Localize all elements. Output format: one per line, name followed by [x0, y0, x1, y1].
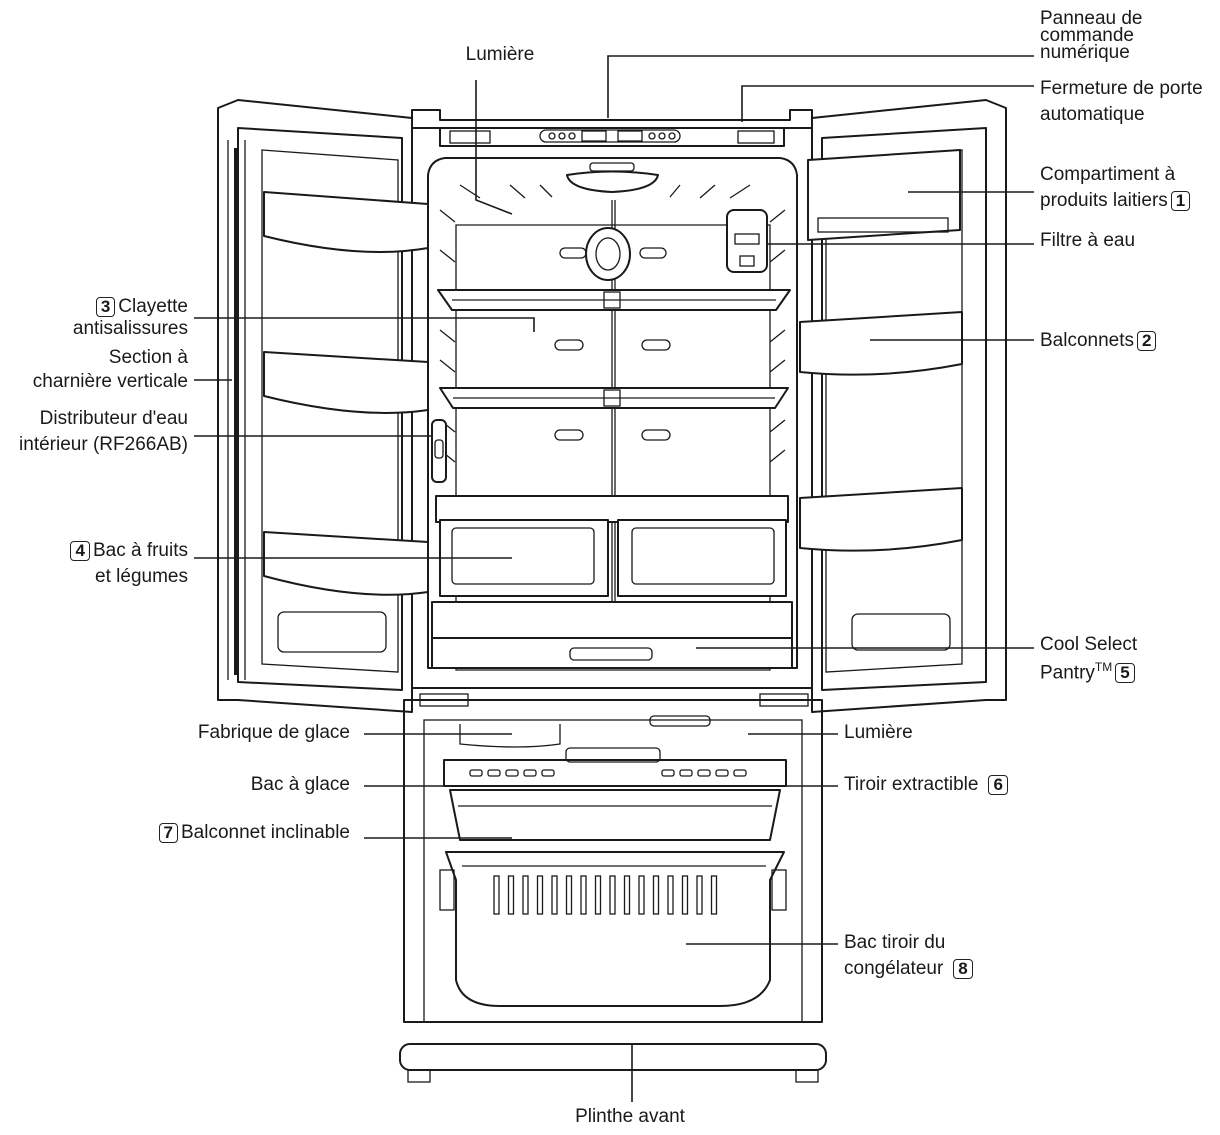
callout-number: 1: [1170, 191, 1191, 211]
auto-door-closer: [737, 130, 775, 144]
basket-slot: [681, 875, 689, 915]
basket-slot: [493, 875, 500, 915]
label-light-top: Lumière: [465, 44, 535, 65]
basket-slot: [507, 875, 515, 915]
basket-slot: [522, 875, 529, 915]
basket-slot: [580, 875, 587, 915]
basket-slot: [565, 875, 573, 915]
freezer-compartment: [399, 699, 827, 1083]
top-light: [566, 170, 659, 193]
callout-number: 6: [988, 775, 1008, 795]
label-internal-water-dispenser: Distributeur d'eau intérieur (RF266AB): [19, 408, 188, 455]
callout-number: 2: [1137, 331, 1157, 351]
right-door: [759, 99, 1007, 713]
label-ice-bin: Bac à glace: [250, 774, 350, 795]
basket-slot: [638, 875, 645, 915]
internal-water-dispenser: [431, 419, 447, 483]
label-ice-maker: Fabrique de glace: [197, 722, 350, 743]
callout-number: 8: [953, 959, 973, 979]
callout-number: 5: [1115, 663, 1135, 684]
basket-slot: [652, 875, 660, 915]
hinge-left: [449, 130, 491, 144]
label-vertical-hinged-section: Section à charnière verticale: [32, 347, 188, 392]
right-door-bin-lower: [799, 487, 963, 552]
control-panel-strip: [439, 127, 785, 147]
spill-proof-shelf-middle: [439, 387, 789, 441]
right-door-bin-upper: [799, 311, 963, 376]
fridge-cabinet: [411, 109, 813, 689]
callout-number: 4: [70, 541, 90, 561]
basket-slot: [551, 875, 558, 915]
basket-slot: [696, 875, 703, 915]
basket-slot: [623, 875, 631, 915]
pull-out-drawer: [449, 789, 781, 841]
dairy-compartment: [807, 149, 961, 241]
callout-number: 7: [158, 823, 178, 843]
freezer-basket: [439, 851, 787, 1007]
left-door: [217, 99, 469, 713]
ice-maker: [459, 715, 711, 748]
basket-slot: [667, 875, 674, 915]
cool-select-pantry: [431, 601, 793, 669]
basket-slot: [536, 875, 544, 915]
label-light-bottom: Lumière: [844, 722, 913, 743]
basket-slot: [594, 875, 602, 915]
label-digital-control-panel: Panneau de commande numérique: [1040, 8, 1143, 63]
spill-proof-shelf-top: [437, 289, 791, 351]
callout-number: 3: [95, 297, 116, 317]
left-door-bin-middle: [263, 351, 429, 414]
leader-lines: [194, 55, 1034, 1102]
label-water-filter: Filtre à eau: [1040, 230, 1136, 251]
label-front-kick-plate: Plinthe avant: [575, 1106, 685, 1127]
basket-slot: [609, 875, 616, 915]
digital-control-panel: [539, 129, 681, 143]
front-kick-plate: [399, 1043, 827, 1083]
left-door-bin-lower: [263, 531, 429, 596]
basket-slot: [710, 875, 718, 915]
water-filter: [726, 209, 768, 273]
air-vent: [559, 227, 667, 281]
label-auto-door-closer: Fermeture de porte automatique: [1040, 78, 1203, 125]
left-door-bin-upper: [263, 191, 429, 253]
ice-bin: [443, 747, 787, 787]
